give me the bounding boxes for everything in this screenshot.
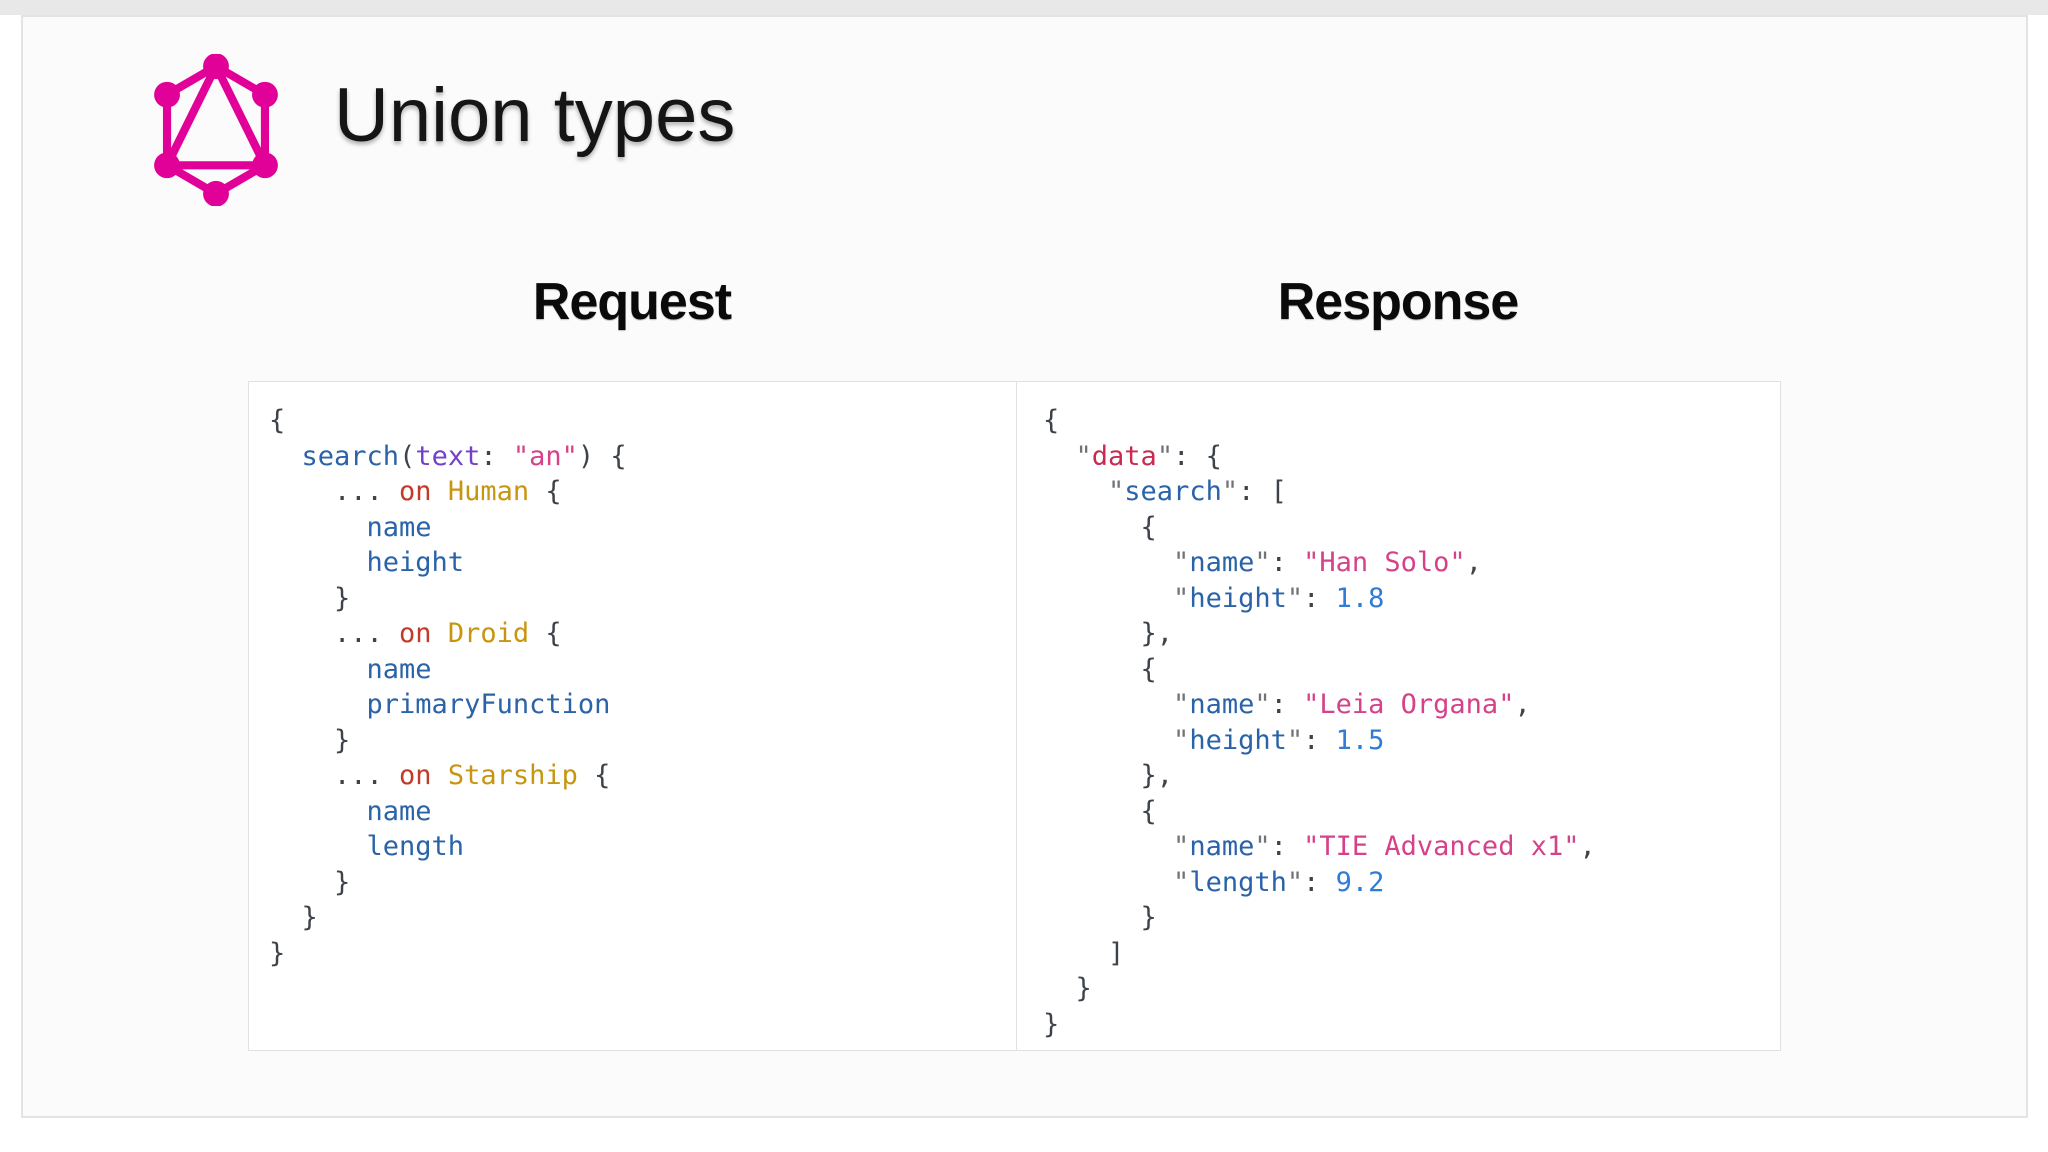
code-line: ... on Human { [269, 476, 562, 507]
response-code-panel: { "data": { "search": [ { "name": "Han S… [1016, 381, 1781, 1051]
code-line: } [269, 866, 351, 898]
code-line: } [269, 937, 286, 969]
code-line: }, [1043, 618, 1174, 649]
code-line: name [269, 511, 432, 543]
code-line: { [1043, 405, 1060, 436]
code-line: } [1043, 973, 1092, 1004]
code-line: "search": [ [1108, 476, 1287, 507]
code-line: { [269, 405, 286, 436]
code-line: "name": "Han Solo", [1173, 547, 1482, 578]
code-line: search(text: "an") { [301, 440, 627, 472]
code-line: } [269, 582, 351, 614]
code-line: "name": "TIE Advanced x1", [1173, 831, 1596, 862]
code-line: ] [1043, 937, 1125, 969]
request-code-panel: { search(text: "an") { ... on Human { na… [248, 381, 1017, 1051]
request-heading: Request [532, 273, 732, 331]
code-line: } [1043, 902, 1157, 933]
code-line: "length": 9.2 [1173, 866, 1385, 898]
code-line: name [269, 795, 432, 827]
code-line: } [1043, 1008, 1060, 1040]
code-line: length [269, 831, 465, 862]
response-code: { "data": { "search": [ { "name": "Han S… [1017, 382, 1780, 1042]
top-strip [0, 0, 2048, 15]
code-line: } [269, 724, 351, 756]
request-code: { search(text: "an") { ... on Human { na… [249, 382, 1016, 971]
code-line: ... on Starship { [269, 760, 611, 791]
code-line: "height": 1.8 [1173, 582, 1385, 614]
page-title: Union types [334, 73, 736, 158]
graphql-logo-icon [154, 54, 278, 206]
code-line: { [1043, 511, 1157, 543]
code-line: } [269, 902, 318, 933]
code-line: "data": { [1075, 440, 1222, 472]
code-line: height [269, 547, 465, 578]
response-heading: Response [1277, 273, 1520, 331]
code-line: "name": "Leia Organa", [1173, 689, 1531, 720]
code-line: name [269, 653, 432, 685]
code-line: { [1043, 653, 1157, 685]
code-line: }, [1043, 760, 1174, 791]
code-line: { [1043, 795, 1157, 827]
code-line: primaryFunction [269, 689, 611, 720]
code-line: "height": 1.5 [1173, 724, 1385, 756]
code-line: ... on Droid { [269, 618, 562, 649]
